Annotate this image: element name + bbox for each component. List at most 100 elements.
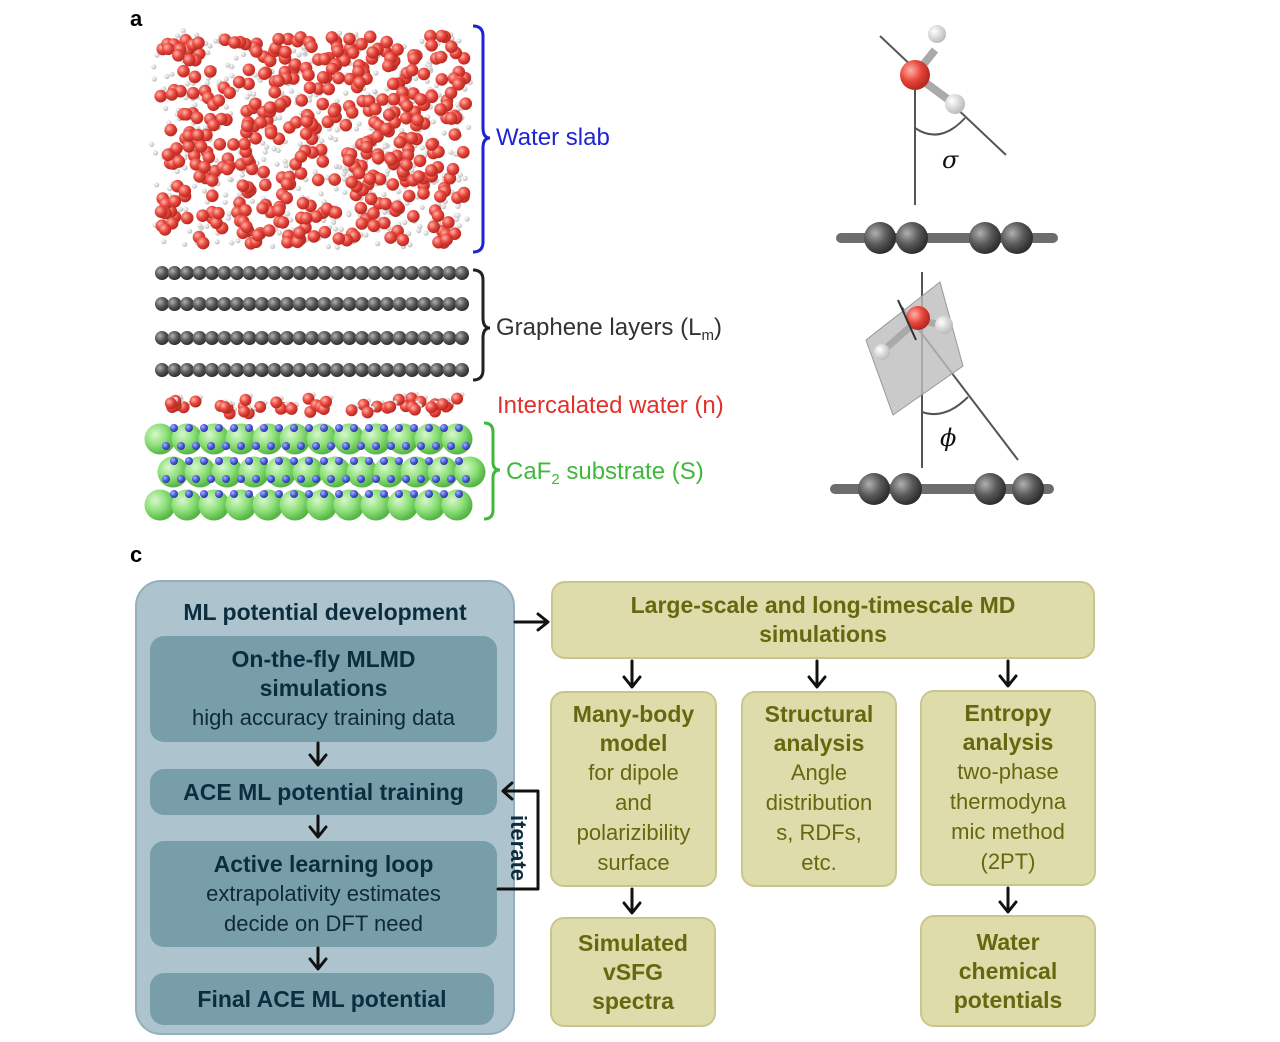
carbon-atom	[280, 297, 294, 311]
oxygen-atom	[325, 31, 339, 44]
oxygen-atom	[331, 44, 345, 58]
oxygen-atom	[425, 164, 438, 177]
oxygen-atom	[206, 189, 219, 203]
fluorine-atom	[410, 457, 418, 465]
chempot-title-3: potentials	[953, 986, 1063, 1013]
hydrogen-atom	[241, 51, 247, 58]
oxygen-atom	[205, 174, 219, 187]
carbon-atom	[367, 331, 382, 345]
oxygen-atom	[204, 65, 217, 78]
graphene-layers-label: Graphene layers (Lm)	[496, 314, 722, 344]
oxygen-atom	[355, 37, 368, 51]
fluorine-atom	[440, 457, 448, 465]
oxygen-atom	[280, 177, 294, 191]
hydrogen-atom	[177, 206, 184, 212]
carbon-atom	[205, 363, 219, 377]
onthefly-title-1: On-the-fly MLMD	[231, 646, 416, 672]
carbon-atom	[230, 266, 244, 280]
carbon-atom	[367, 363, 382, 377]
oxygen-atom	[354, 201, 368, 215]
carbon-atom	[280, 266, 294, 280]
carbon-atom	[430, 363, 444, 377]
carbon-atom	[155, 266, 169, 280]
fluorine-atom	[237, 475, 245, 483]
fluorine-atom	[275, 424, 283, 432]
oxygen-atom	[431, 209, 445, 222]
oxygen-atom	[192, 36, 205, 50]
oxygen-atom	[457, 186, 471, 200]
carbon-atom	[417, 363, 432, 377]
carbon-atom	[192, 266, 207, 280]
fluorine-atom	[260, 490, 268, 498]
oxygen-atom	[445, 40, 458, 53]
carbon-atom	[167, 266, 182, 280]
oxygen-atom	[318, 52, 332, 66]
fluorine-atom	[260, 457, 268, 465]
carbon-atom	[330, 363, 344, 377]
intercalated-water-atoms	[164, 391, 465, 420]
fluorine-atom	[335, 424, 343, 432]
hydrogen-atom	[182, 165, 188, 171]
oxygen-atom	[322, 82, 336, 96]
carbon-atom	[255, 266, 269, 280]
oxygen-atom	[249, 97, 262, 111]
carbon-atom	[217, 363, 232, 377]
fluorine-atom	[282, 475, 290, 483]
oxygen-atom	[236, 179, 250, 192]
fluorine-atom	[410, 490, 418, 498]
ace-training-label: ACE ML potential training	[183, 778, 464, 805]
ace-training-box: ACE ML potential training	[150, 769, 497, 815]
oxygen-atom	[386, 77, 400, 91]
hydrogen-atom	[182, 241, 188, 247]
carbon-atom	[417, 297, 432, 311]
oxygen-atom	[238, 405, 251, 418]
hydrogen-atom	[244, 94, 250, 100]
fluorine-atom	[425, 457, 433, 465]
hydrogen-atom	[419, 145, 425, 151]
hydrogen-atom	[226, 211, 232, 217]
oxygen-atom	[371, 151, 385, 165]
carbon-atom	[305, 297, 319, 311]
oxygen-atom	[240, 220, 253, 234]
carbon-atom	[267, 297, 282, 311]
fluorine-atom	[230, 490, 238, 498]
carbon-atom	[392, 331, 407, 345]
ml-development-title: ML potential development	[183, 599, 467, 625]
intercalated-water-label: Intercalated water (n)	[497, 392, 724, 419]
hydrogen-atom	[271, 146, 277, 152]
fluorine-atom	[372, 442, 380, 450]
fluorine-atom	[275, 457, 283, 465]
carbon-atom	[292, 297, 307, 311]
oxygen-atom	[405, 63, 419, 77]
oxygen-atom	[239, 393, 252, 406]
oxygen-atom	[444, 112, 458, 125]
oxygen-atom	[241, 119, 254, 133]
many-body-sub-2: and	[615, 790, 652, 815]
hydrogen-atom	[233, 55, 239, 61]
hydrogen-atom	[223, 192, 229, 198]
hydrogen-atom	[282, 158, 288, 165]
oxygen-atom	[307, 230, 321, 243]
hydrogen-atom	[260, 140, 266, 146]
oxygen-atom	[373, 172, 387, 186]
water-slab-label: Water slab	[496, 124, 610, 151]
calcium-atom	[387, 423, 419, 455]
fluorine-atom	[260, 424, 268, 432]
oxygen-atom	[262, 224, 276, 237]
oxygen-atom	[343, 32, 356, 46]
fluorine-atom	[185, 424, 193, 432]
fluorine-atom	[365, 490, 373, 498]
oxygen-atom	[434, 103, 447, 116]
fluorine-atom	[425, 424, 433, 432]
oxygen-atom	[345, 404, 358, 417]
fluorine-atom	[395, 457, 403, 465]
oxygen-atom	[339, 118, 353, 132]
calcium-atom	[171, 489, 203, 521]
fluorine-atom	[177, 442, 185, 450]
oxygen-atom	[382, 59, 395, 73]
hydrogen-atom	[456, 38, 462, 44]
carbon-atom	[442, 266, 457, 280]
oxygen-atom	[294, 167, 308, 180]
hydrogen-atom	[346, 212, 352, 218]
hydrogen-atom	[455, 212, 461, 218]
